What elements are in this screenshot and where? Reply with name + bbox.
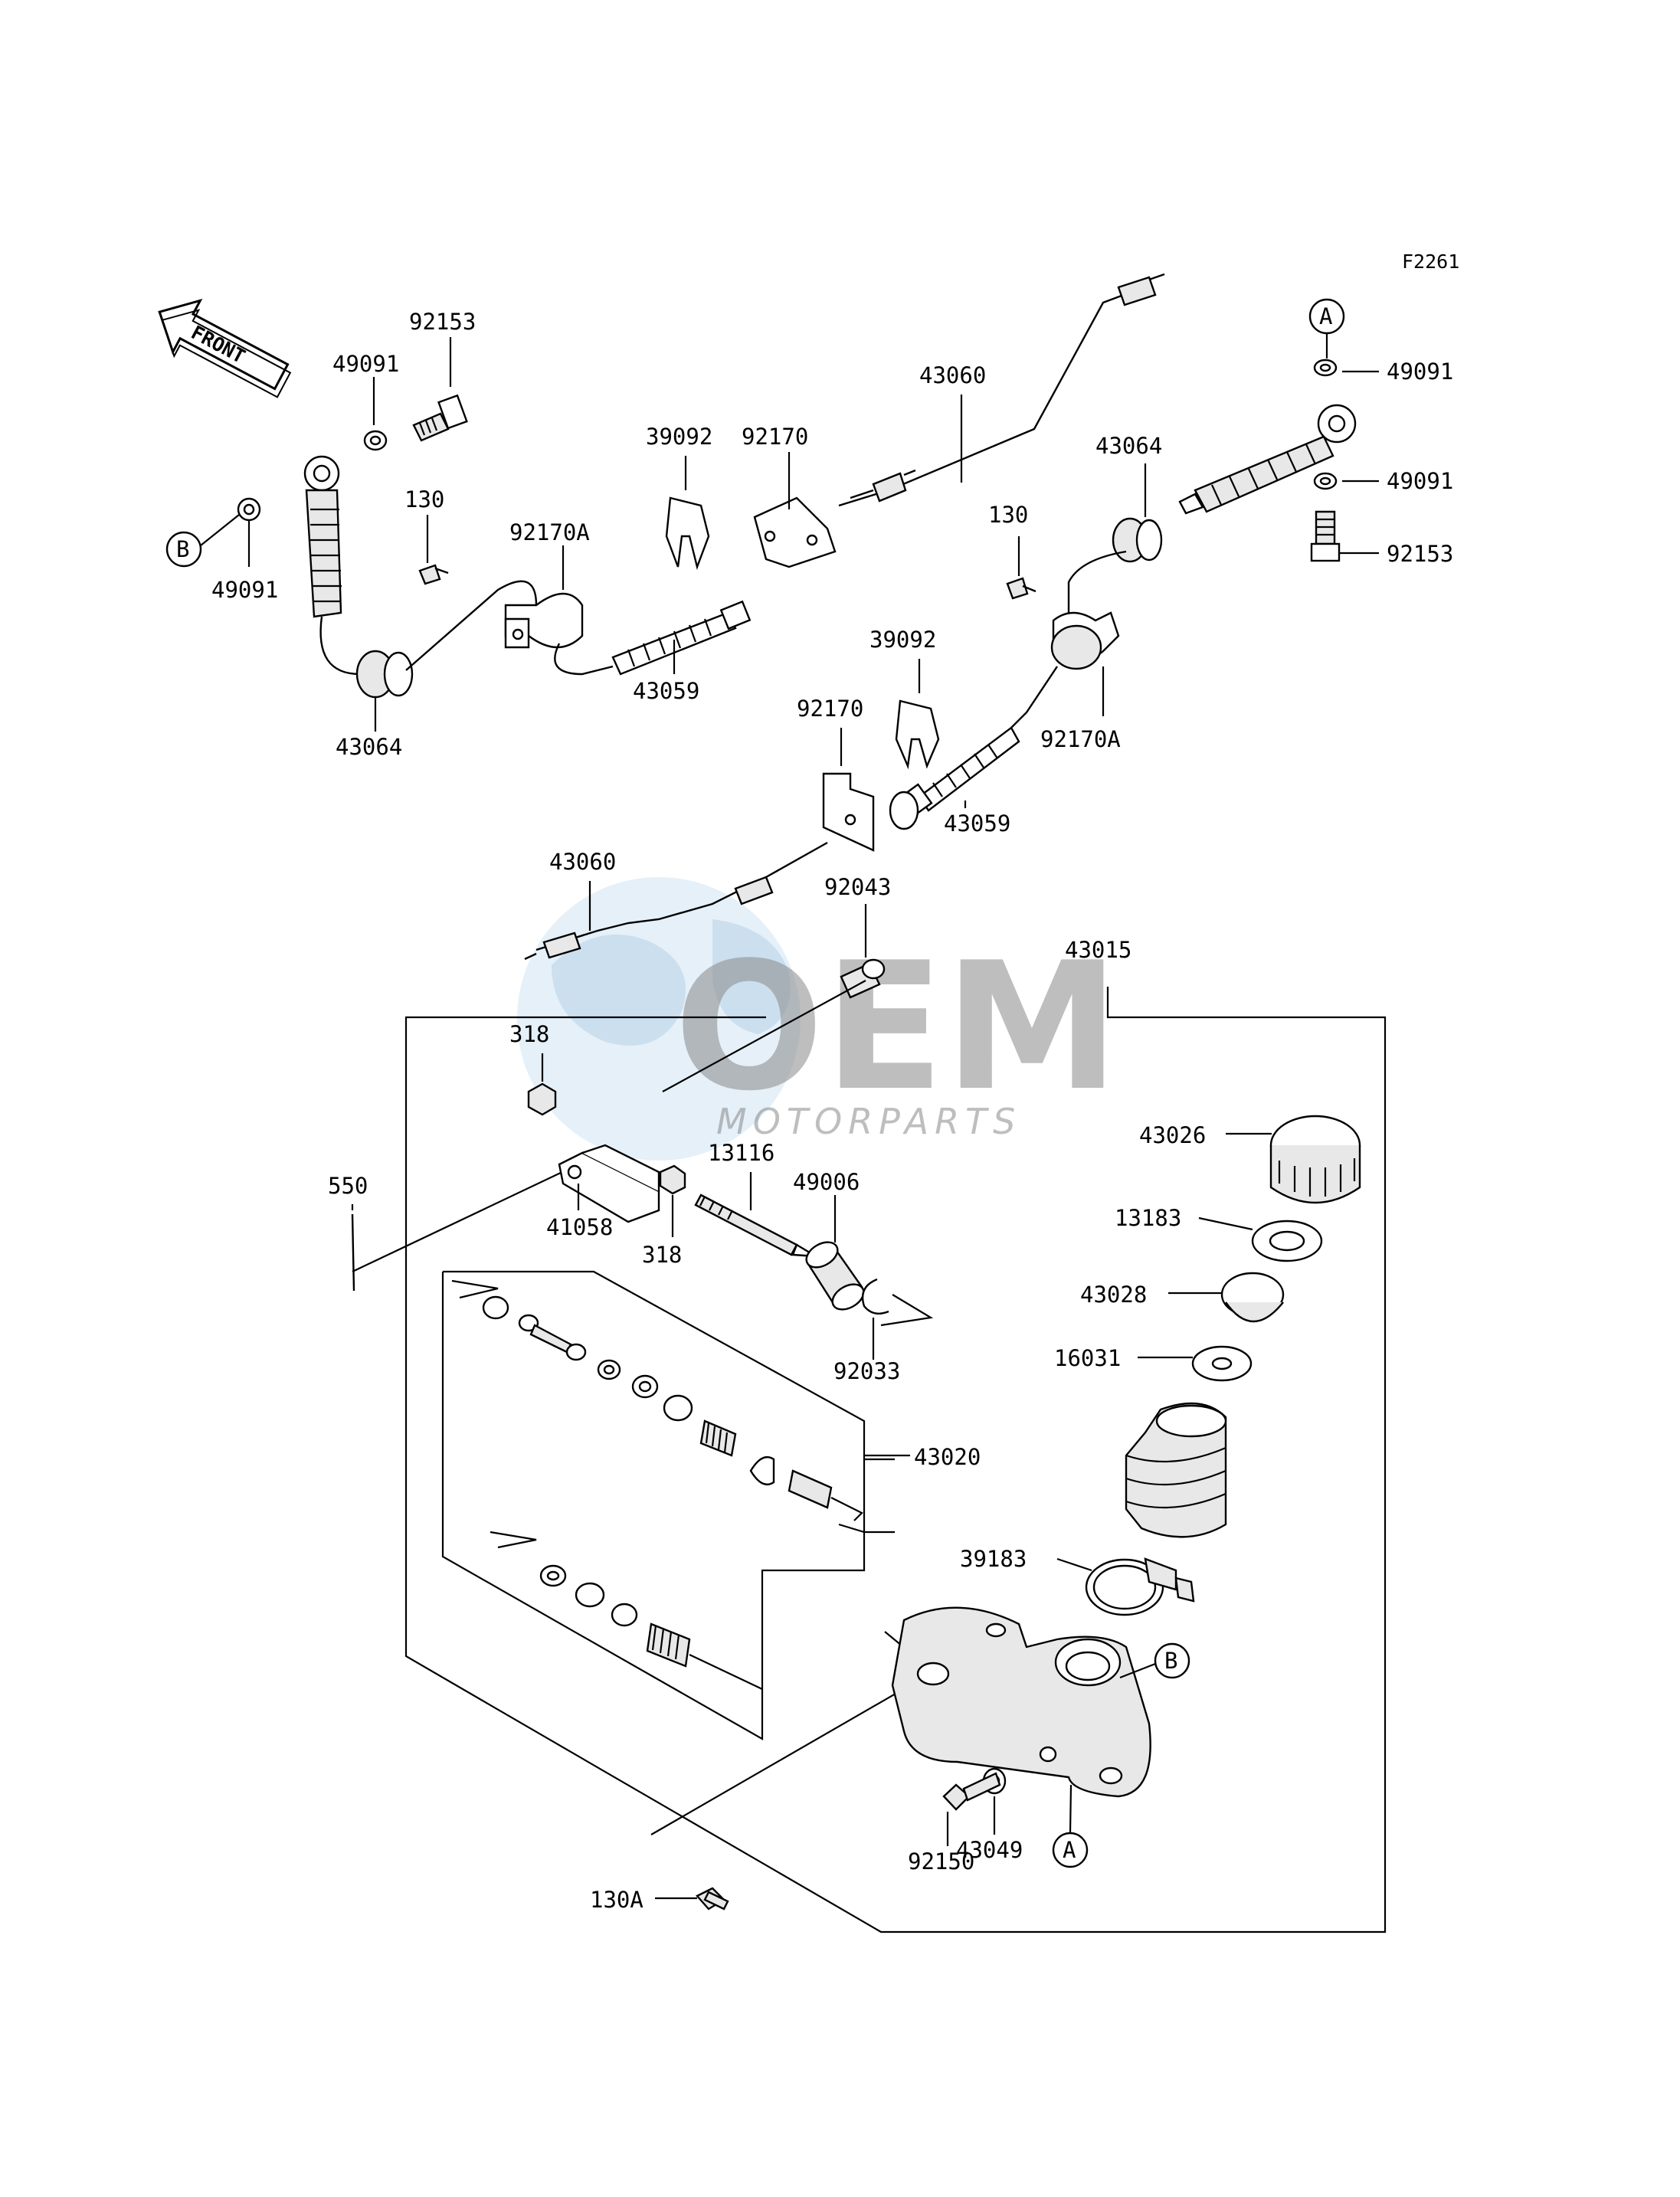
label-92153-left: 92153 bbox=[409, 309, 476, 335]
lower-bolts bbox=[696, 1767, 1007, 1911]
figure-code: F2261 bbox=[1402, 250, 1459, 273]
boot-part bbox=[805, 1241, 865, 1311]
label-130-right: 130 bbox=[988, 502, 1028, 528]
label-318-bottom: 318 bbox=[642, 1242, 682, 1268]
label-92043: 92043 bbox=[824, 874, 891, 900]
label-92170-upper: 92170 bbox=[742, 424, 808, 450]
label-318-top: 318 bbox=[509, 1021, 549, 1047]
label-92150: 92150 bbox=[908, 1848, 974, 1874]
label-43020: 43020 bbox=[914, 1444, 981, 1470]
callout-a-top-label: A bbox=[1319, 303, 1332, 329]
label-43060-lower: 43060 bbox=[549, 849, 616, 875]
label-43064-right: 43064 bbox=[1095, 433, 1162, 459]
label-92033: 92033 bbox=[833, 1358, 900, 1384]
label-92170A-left: 92170A bbox=[509, 519, 590, 545]
piston-parts bbox=[451, 1279, 863, 1690]
circlip-part bbox=[861, 1278, 934, 1327]
callout-a-body: A bbox=[1052, 1784, 1089, 1868]
reservoir-parts bbox=[1085, 1115, 1361, 1616]
callout-b-left-label: B bbox=[176, 536, 189, 562]
label-43049: 43049 bbox=[956, 1837, 1023, 1863]
left-hose-assembly bbox=[303, 455, 752, 699]
label-39183: 39183 bbox=[960, 1546, 1027, 1572]
label-39092-upper: 39092 bbox=[646, 424, 712, 450]
label-39092-lower: 39092 bbox=[869, 627, 936, 653]
label-13116: 13116 bbox=[708, 1140, 775, 1166]
label-43028: 43028 bbox=[1080, 1282, 1147, 1308]
master-cylinder-body bbox=[891, 1606, 1151, 1798]
clevis-part bbox=[527, 1082, 686, 1223]
push-rod bbox=[694, 1193, 817, 1258]
callout-b-left: B bbox=[165, 514, 240, 568]
label-16031: 16031 bbox=[1054, 1345, 1121, 1371]
watermark-brand: OEM bbox=[674, 925, 1120, 1130]
callout-a-body-label: A bbox=[1063, 1837, 1076, 1863]
callout-a-top: A bbox=[1308, 298, 1345, 359]
right-hose-assembly bbox=[1006, 359, 1357, 729]
part-labels: 92153 49091 49091 130 92170A 43064 43059… bbox=[211, 309, 1453, 1913]
watermark: OEM MOTORPARTS bbox=[517, 877, 1120, 1161]
callout-b-body-label: B bbox=[1164, 1648, 1177, 1674]
label-92170-lower: 92170 bbox=[797, 696, 863, 722]
label-92170A-right: 92170A bbox=[1040, 726, 1121, 752]
label-49091-top-left: 49091 bbox=[332, 351, 399, 377]
label-49091-right-mid: 49091 bbox=[1387, 468, 1453, 494]
lower-fittings bbox=[524, 699, 1020, 999]
callout-b-body: B bbox=[1119, 1642, 1190, 1679]
label-43059-lower: 43059 bbox=[944, 810, 1010, 837]
label-550: 550 bbox=[328, 1173, 368, 1199]
upper-bracket-line bbox=[665, 273, 1165, 571]
watermark-sub: MOTORPARTS bbox=[716, 1101, 1021, 1142]
label-43059-upper: 43059 bbox=[633, 678, 699, 704]
label-41058: 41058 bbox=[546, 1214, 613, 1240]
cotter-pin bbox=[351, 1213, 355, 1292]
label-49006: 49006 bbox=[793, 1169, 860, 1195]
label-13183: 13183 bbox=[1115, 1205, 1181, 1231]
label-130-left: 130 bbox=[404, 486, 444, 512]
label-43060-upper: 43060 bbox=[919, 362, 986, 388]
label-43026: 43026 bbox=[1139, 1122, 1206, 1148]
label-43064-left: 43064 bbox=[336, 734, 402, 760]
left-bolt-group bbox=[237, 394, 468, 585]
label-130A: 130A bbox=[590, 1887, 644, 1913]
label-49091-right-top: 49091 bbox=[1387, 359, 1453, 385]
leader-lines bbox=[247, 337, 1379, 1900]
label-92153-right: 92153 bbox=[1387, 541, 1453, 567]
label-49091-left: 49091 bbox=[211, 577, 278, 603]
label-43015: 43015 bbox=[1065, 937, 1131, 963]
front-arrow-icon: FRONT bbox=[158, 298, 292, 398]
